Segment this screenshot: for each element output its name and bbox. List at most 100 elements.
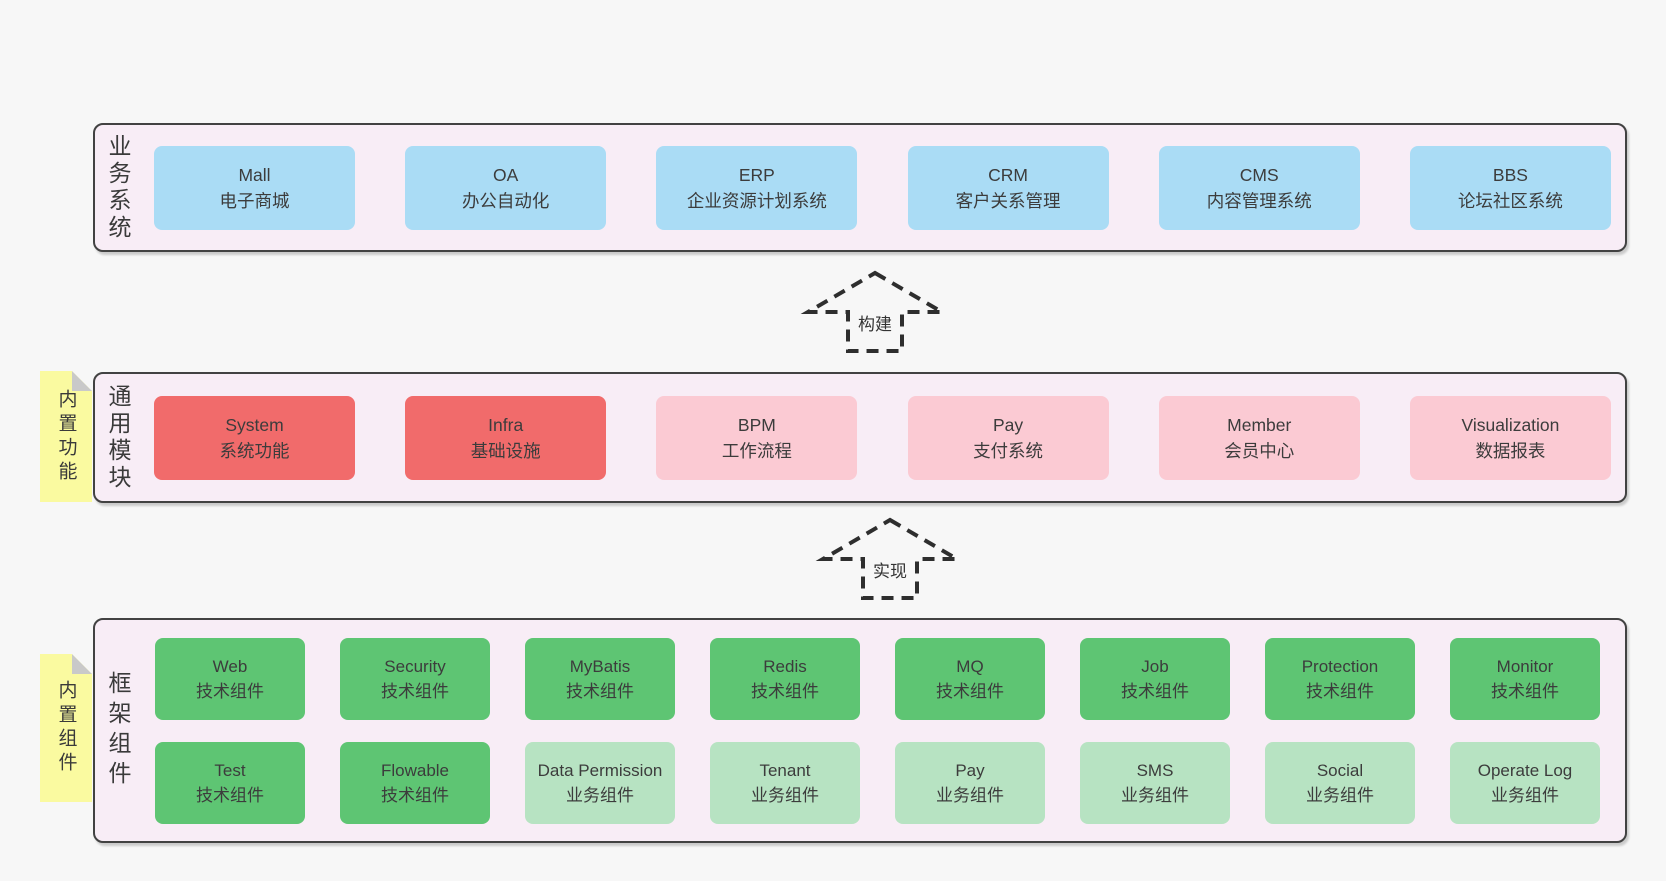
box-title: Test: [214, 760, 246, 780]
box-title: CRM: [988, 164, 1028, 185]
box-title: BPM: [737, 414, 776, 435]
component-box-operate-log: Operate Log 业务组件: [1450, 741, 1600, 824]
component-box-system: System 系统功能: [154, 395, 355, 480]
dashed-up-arrow-icon: [815, 517, 965, 600]
box-subtitle: 技术组件: [1491, 681, 1559, 701]
component-box-oa: OA 办公自动化: [405, 145, 607, 230]
component-box-job: Job 技术组件: [1080, 637, 1230, 720]
box-subtitle: 业务组件: [1491, 785, 1559, 805]
component-box-visualization: Visualization 数据报表: [1409, 395, 1611, 480]
component-box-mybatis: MyBatis 技术组件: [525, 637, 675, 720]
sticky-note-built-in-features-label: 内置功能: [55, 388, 77, 485]
box-title: SMS: [1136, 760, 1174, 780]
box-title: Pay: [992, 414, 1024, 435]
box-subtitle: 技术组件: [566, 681, 634, 701]
component-box-test: Test 技术组件: [155, 741, 305, 824]
band-common-modules-label: 通用模块: [105, 383, 131, 492]
component-box-tenant: Tenant 业务组件: [710, 741, 860, 824]
box-subtitle: 工作流程: [721, 440, 792, 461]
box-title: Operate Log: [1477, 760, 1573, 780]
box-subtitle: 数据报表: [1475, 440, 1546, 461]
component-box-web: Web 技术组件: [155, 637, 305, 720]
box-subtitle: 业务组件: [1121, 785, 1189, 805]
component-box-pay: Pay 业务组件: [895, 741, 1045, 824]
box-title: BBS: [1492, 164, 1528, 185]
implement-arrow-label: 实现: [870, 557, 910, 582]
box-subtitle: 技术组件: [196, 681, 264, 701]
box-subtitle: 技术组件: [936, 681, 1004, 701]
sticky-note-built-in-features: 内置功能: [40, 371, 92, 502]
box-title: MyBatis: [569, 656, 631, 676]
box-subtitle: 系统功能: [219, 440, 290, 461]
component-box-data-permission: Data Permission 业务组件: [525, 741, 675, 824]
box-title: ERP: [738, 164, 775, 185]
box-title: Visualization: [1461, 414, 1560, 435]
box-subtitle: 业务组件: [936, 785, 1004, 805]
box-title: Job: [1141, 656, 1169, 676]
box-title: Security: [384, 656, 446, 676]
box-title: Flowable: [380, 760, 450, 780]
box-subtitle: 办公自动化: [461, 190, 550, 211]
component-box-mq: MQ 技术组件: [895, 637, 1045, 720]
box-title: Member: [1227, 414, 1292, 435]
band-common-modules: 通用模块 System 系统功能 Infra 基础设施 BPM 工作流程 Pay 支付系统 Me…: [93, 372, 1627, 503]
box-subtitle: 技术组件: [1121, 681, 1189, 701]
box-subtitle: 业务组件: [1306, 785, 1374, 805]
component-box-sms: SMS 业务组件: [1080, 741, 1230, 824]
build-arrow: 构建: [800, 270, 950, 354]
box-subtitle: 会员中心: [1224, 440, 1295, 461]
box-subtitle: 技术组件: [751, 681, 819, 701]
sticky-note-built-in-components-label: 内置组件: [55, 680, 77, 776]
box-title: Pay: [955, 760, 985, 780]
box-title: Mall: [238, 164, 271, 185]
box-title: System: [225, 414, 284, 435]
component-box-infra: Infra 基础设施: [405, 395, 607, 480]
component-box-erp: ERP 企业资源计划系统: [656, 145, 858, 230]
box-subtitle: 技术组件: [196, 785, 264, 805]
box-title: Protection: [1301, 656, 1379, 676]
box-title: Social: [1316, 760, 1364, 780]
box-subtitle: 电子商城: [219, 190, 290, 211]
box-title: Infra: [488, 414, 524, 435]
box-subtitle: 技术组件: [1306, 681, 1374, 701]
box-subtitle: 支付系统: [973, 440, 1044, 461]
component-box-security: Security 技术组件: [340, 637, 490, 720]
component-box-mall: Mall 电子商城: [154, 145, 355, 230]
box-title: Monitor: [1496, 656, 1554, 676]
box-subtitle: 技术组件: [381, 785, 449, 805]
build-arrow-label: 构建: [855, 310, 895, 335]
dashed-up-arrow-icon: [800, 270, 950, 353]
box-title: CMS: [1239, 164, 1279, 185]
box-subtitle: 技术组件: [381, 681, 449, 701]
box-title: Web: [212, 656, 248, 676]
component-box-bpm: BPM 工作流程: [656, 395, 858, 480]
component-box-social: Social 业务组件: [1265, 741, 1415, 824]
box-title: Tenant: [759, 760, 811, 780]
implement-arrow: 实现: [815, 517, 965, 601]
component-box-member: Member 会员中心: [1158, 395, 1360, 480]
band-framework-components-label: 框架组件: [105, 670, 131, 791]
component-box-flowable: Flowable 技术组件: [340, 741, 490, 824]
box-title: MQ: [956, 656, 984, 676]
box-title: Data Permission: [537, 760, 663, 780]
box-subtitle: 基础设施: [470, 440, 541, 461]
component-box-protection: Protection 技术组件: [1265, 637, 1415, 720]
box-subtitle: 企业资源计划系统: [686, 190, 827, 211]
box-subtitle: 业务组件: [751, 785, 819, 805]
component-box-pay: Pay 支付系统: [907, 395, 1109, 480]
box-subtitle: 业务组件: [566, 785, 634, 805]
component-box-bbs: BBS 论坛社区系统: [1409, 145, 1611, 230]
box-title: OA: [493, 164, 519, 185]
sticky-note-built-in-components: 内置组件: [40, 654, 92, 802]
common-modules-row: System 系统功能 Infra 基础设施 BPM 工作流程 Pay 支付系统 Member 会…: [154, 374, 1611, 501]
box-subtitle: 论坛社区系统: [1457, 190, 1563, 211]
